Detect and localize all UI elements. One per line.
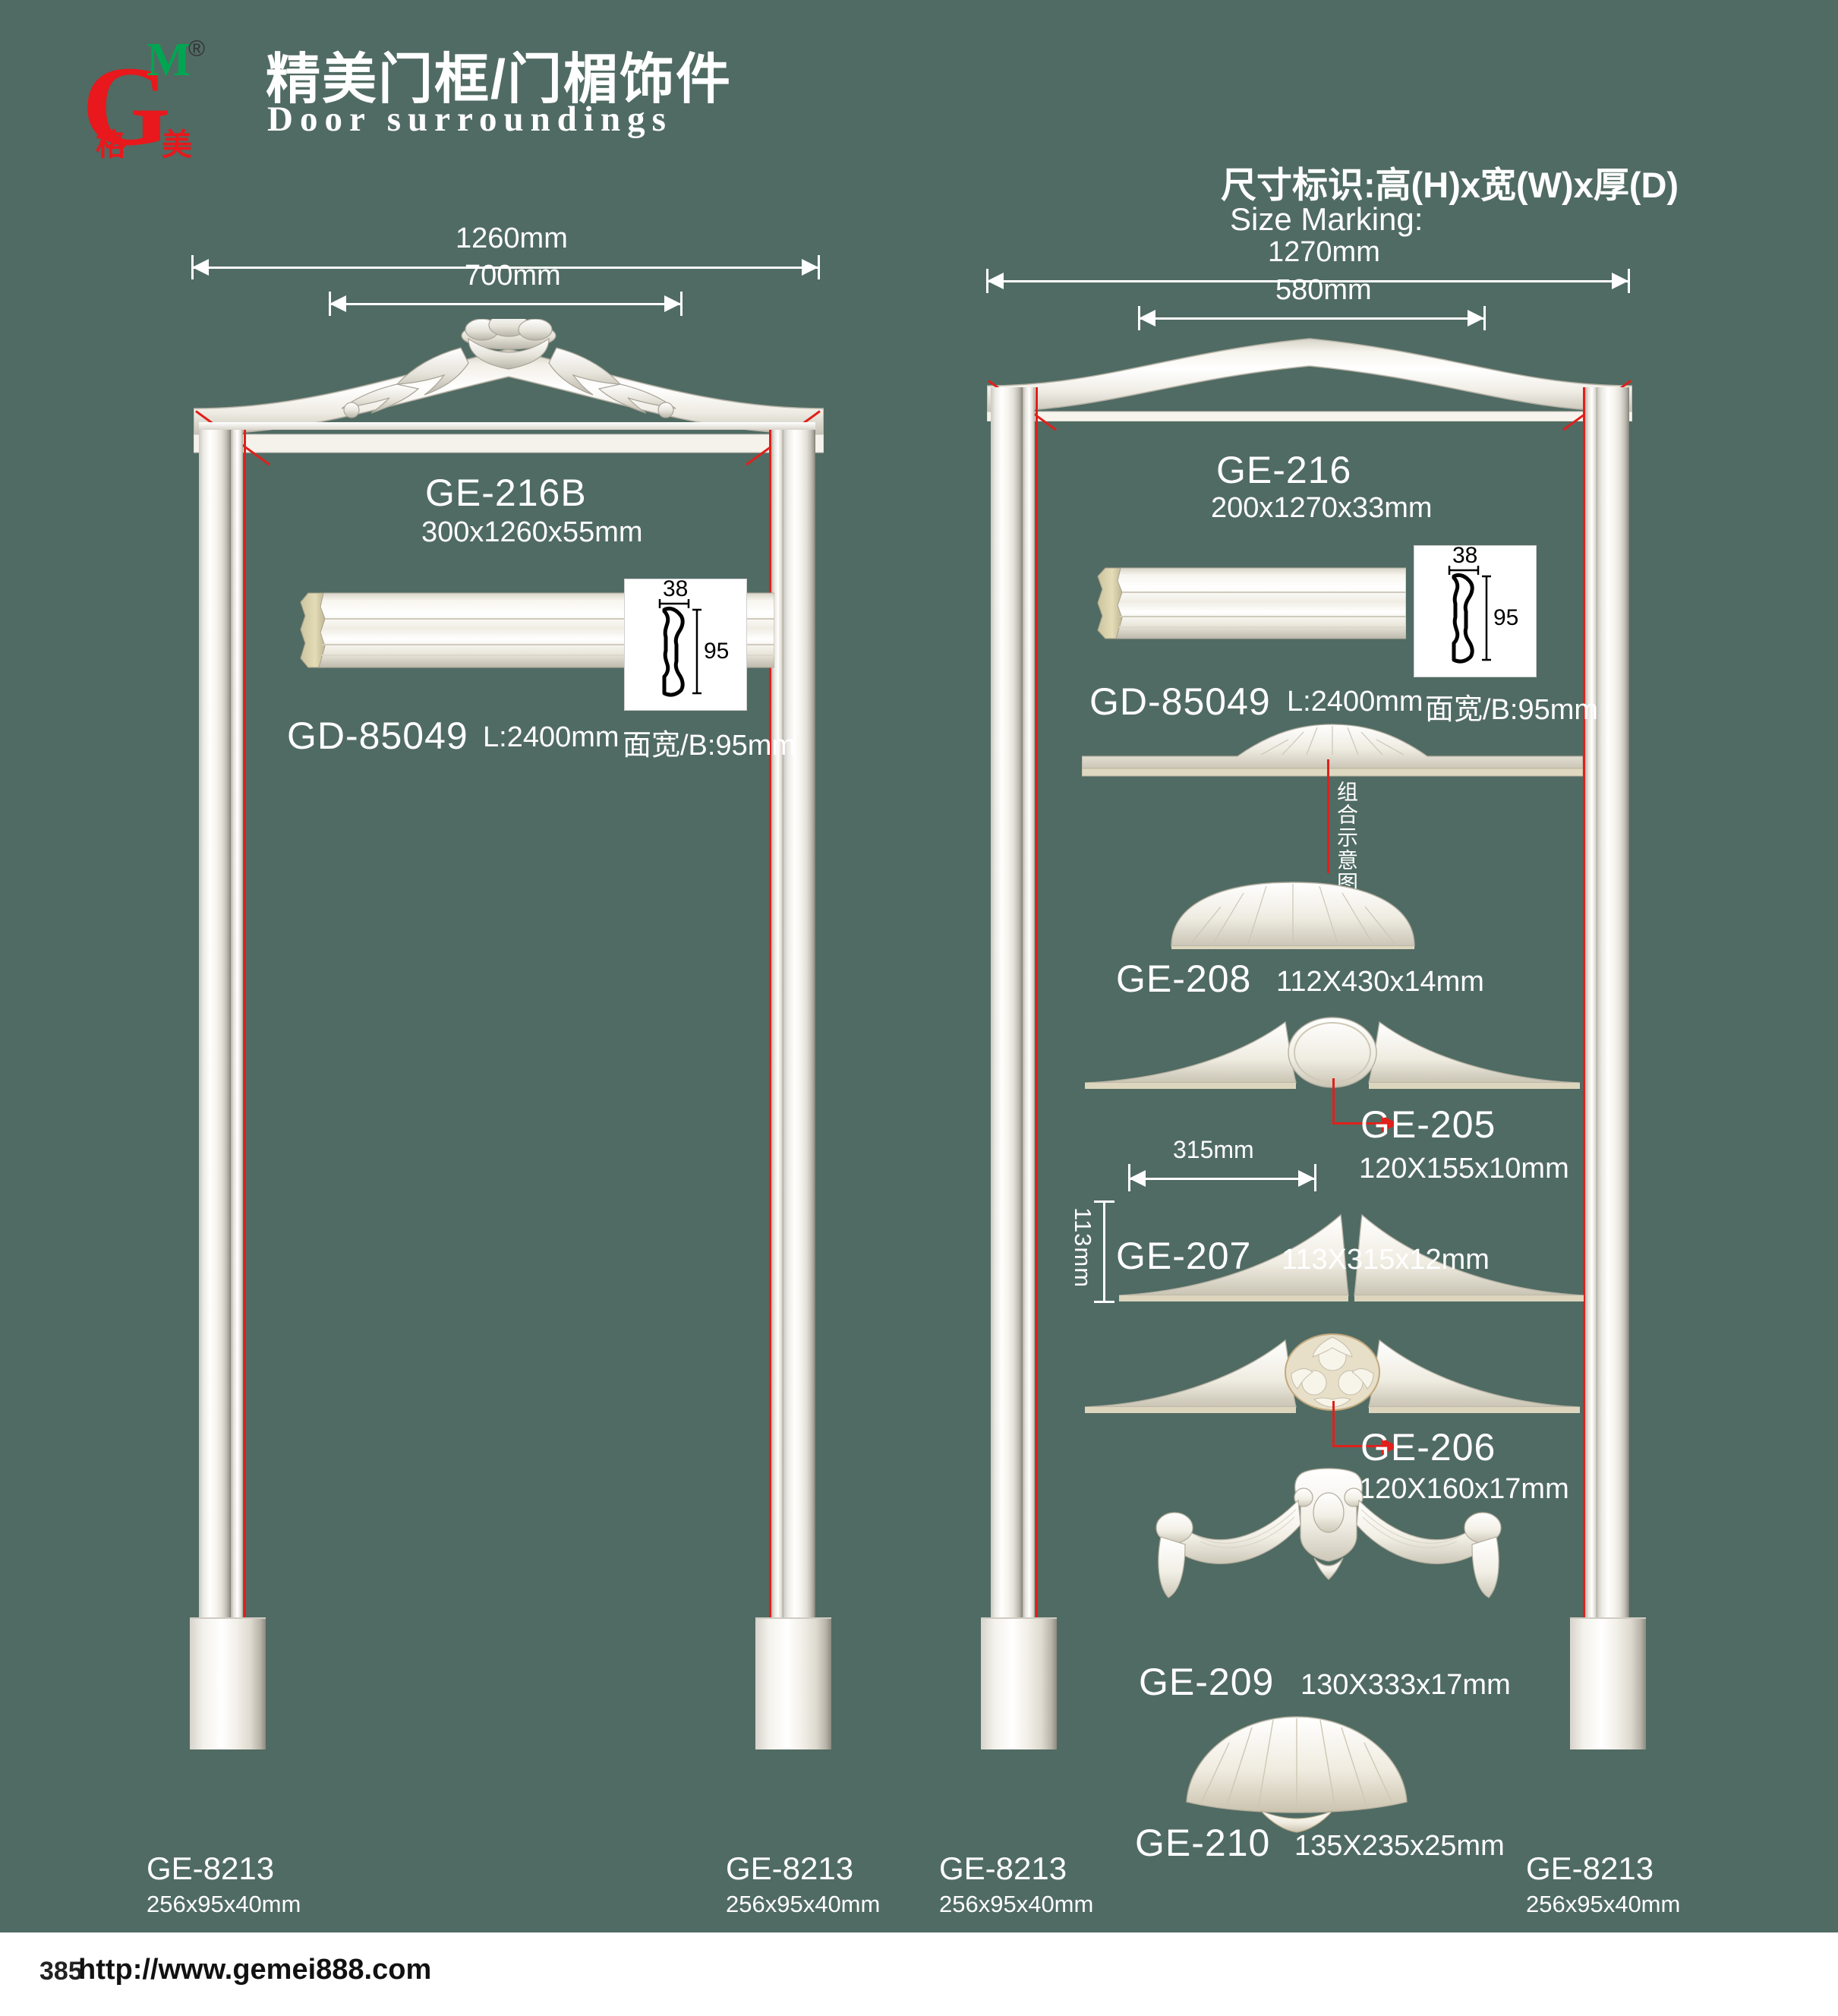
- right-plinth-right: [1570, 1617, 1646, 1749]
- left-header-arch-graphic: [194, 319, 824, 453]
- left-frame-jamb-left: [199, 425, 231, 1617]
- right-profile-width-value: 38: [1452, 543, 1478, 568]
- left-moulding-code: GD-85049: [287, 715, 468, 757]
- left-jamb-left-redline: [244, 425, 246, 1617]
- right-frame-jamb-right: [1597, 387, 1629, 1617]
- left-frame-jamb-right: [783, 425, 815, 1617]
- left-plinth-left-size: 256x95x40mm: [147, 1891, 301, 1917]
- green-background-panel: [0, 0, 1838, 1932]
- left-plinth-right-size: 256x95x40mm: [726, 1891, 881, 1917]
- right-header-arch-graphic: [987, 338, 1632, 421]
- logo-letter-m: M: [147, 34, 191, 86]
- right-jamb-right-redline: [1583, 387, 1585, 1617]
- right-profile-height-value: 95: [1493, 605, 1519, 630]
- left-header-code: GE-216B: [425, 472, 587, 514]
- page-title-english: Door surroundings: [267, 99, 673, 139]
- right-frame-jamb-right-inner: [1585, 387, 1597, 1617]
- left-plinth-left-code: GE-8213: [147, 1850, 275, 1886]
- ge-208-code: GE-208: [1116, 958, 1252, 1000]
- ge-208-size: 112X430x14mm: [1276, 966, 1484, 998]
- right-plinth-left-code: GE-8213: [939, 1850, 1067, 1886]
- right-moulding-length: L:2400mm: [1287, 686, 1423, 718]
- right-profile-detail-box: 38 95: [1414, 543, 1537, 677]
- size-marking-chinese: 尺寸标识:高(H)x宽(W)x厚(D): [1221, 165, 1679, 205]
- right-plinth-left: [981, 1617, 1057, 1749]
- right-frame-jamb-left-inner: [1023, 387, 1035, 1617]
- ge-206-callout-arrow: [1382, 1438, 1398, 1455]
- ge-208-callout-line: [1327, 759, 1329, 873]
- right-moulding-code: GD-85049: [1089, 680, 1271, 723]
- right-dim-label-580: 580mm: [1275, 274, 1372, 306]
- left-frame-jamb-right-inner: [771, 425, 783, 1617]
- logo-letter-g: G: [82, 43, 171, 169]
- right-moulding-width: 面宽/B:95mm: [1425, 694, 1599, 726]
- website-url[interactable]: http://www.gemei888.com: [78, 1954, 432, 1986]
- right-header-size: 200x1270x33mm: [1211, 492, 1433, 524]
- ge-209-size: 130X333x17mm: [1300, 1669, 1511, 1701]
- assembly-note-vertical: 组合示意图: [1335, 781, 1358, 894]
- page-title-chinese: 精美门框/门楣饰件: [266, 49, 733, 110]
- left-plinth-right-code: GE-8213: [726, 1850, 854, 1886]
- ge-206-callout-hline: [1332, 1445, 1386, 1447]
- ge-210-code: GE-210: [1135, 1822, 1271, 1864]
- right-jamb-left-redline: [1036, 387, 1038, 1617]
- ge-205-callout-arrow: [1382, 1115, 1398, 1132]
- page-number: 385: [39, 1957, 83, 1986]
- ge-205-callout-hline: [1332, 1122, 1386, 1125]
- left-header-size: 300x1260x55mm: [421, 516, 643, 548]
- ge-207-width-label: 315mm: [1173, 1136, 1254, 1163]
- ge-207-height-label: 113mm: [1070, 1207, 1096, 1289]
- left-dim-label-1260: 1260mm: [456, 222, 568, 254]
- left-frame-top-rail: [199, 422, 815, 430]
- ge-207-size: 113X315x12mm: [1282, 1244, 1490, 1276]
- company-logo: G M ® 格 美: [82, 23, 245, 163]
- registered-trademark-icon: ®: [188, 36, 206, 62]
- left-plinth-left: [190, 1617, 266, 1749]
- left-dim-label-700: 700mm: [465, 260, 561, 292]
- left-frame-jamb-left-inner: [231, 425, 243, 1617]
- left-profile-detail-box: 38 95: [624, 576, 747, 711]
- left-profile-height-value: 95: [704, 639, 730, 664]
- ge-206-size: 120X160x17mm: [1359, 1473, 1569, 1505]
- ge-206-callout-vline: [1332, 1401, 1335, 1447]
- size-marking-english: Size Marking:: [1230, 201, 1423, 237]
- logo-chinese-name: 格 美: [96, 128, 206, 162]
- ge-205-size: 120X155x10mm: [1359, 1153, 1569, 1185]
- right-header-code: GE-216: [1216, 449, 1352, 491]
- ge-205-callout-vline: [1332, 1078, 1335, 1124]
- left-profile-width-value: 38: [663, 576, 689, 601]
- right-plinth-left-size: 256x95x40mm: [939, 1891, 1094, 1917]
- ge-209-code: GE-209: [1139, 1661, 1275, 1703]
- ge-210-size: 135X235x25mm: [1294, 1830, 1505, 1862]
- left-jamb-right-redline: [769, 425, 771, 1617]
- right-plinth-right-size: 256x95x40mm: [1526, 1891, 1681, 1917]
- ge-207-code: GE-207: [1116, 1235, 1252, 1277]
- left-moulding-width: 面宽/B:95mm: [623, 730, 796, 762]
- right-plinth-right-code: GE-8213: [1526, 1850, 1654, 1886]
- right-dim-label-1270: 1270mm: [1268, 236, 1380, 268]
- ge-206-code: GE-206: [1360, 1426, 1496, 1469]
- left-moulding-length: L:2400mm: [483, 721, 619, 753]
- right-frame-jamb-left: [991, 387, 1023, 1617]
- left-plinth-right: [755, 1617, 831, 1749]
- ge-205-code: GE-205: [1360, 1103, 1496, 1146]
